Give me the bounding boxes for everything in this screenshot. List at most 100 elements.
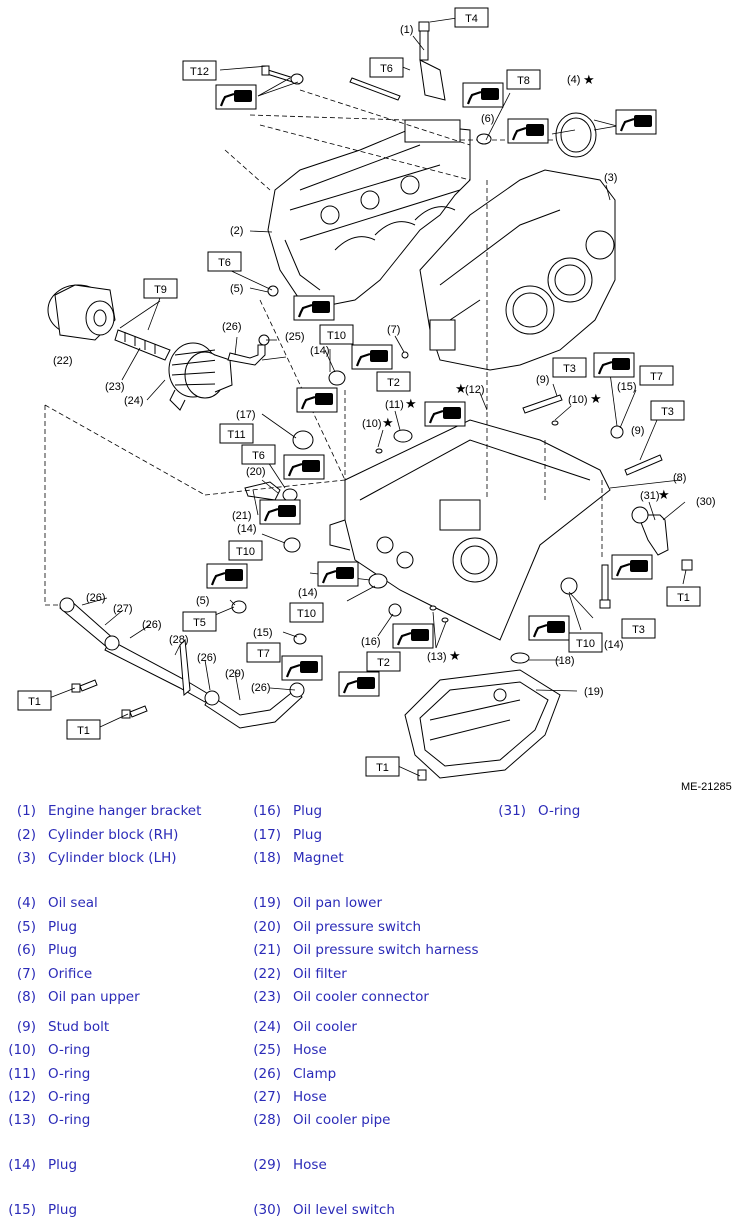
legend-item-20: (20)Oil pressure switch (245, 919, 421, 935)
callout-29: (29) (225, 668, 245, 680)
legend-number: (9) (16, 1019, 36, 1035)
svg-text:T6: T6 (380, 63, 393, 75)
legend-number: (13) (8, 1112, 36, 1128)
oil-filter (47, 284, 116, 341)
svg-text:T7: T7 (650, 371, 663, 383)
torque-box-t2: T2 (376, 371, 411, 392)
legend-name: O-ring (48, 1089, 91, 1105)
callout-13: (13) (427, 651, 447, 663)
svg-text:T12: T12 (190, 66, 209, 78)
callout-15: (15) (253, 627, 273, 639)
callout-7: (7) (387, 324, 400, 336)
legend-name: Oil seal (48, 895, 98, 911)
legend-number: (1) (16, 803, 36, 819)
svg-text:T2: T2 (377, 657, 390, 669)
legend-name: O-ring (48, 1112, 91, 1128)
legend-number: (5) (16, 919, 36, 935)
svg-text:★: ★ (658, 488, 670, 503)
legend-number: (22) (253, 966, 281, 982)
torque-box-t10: T10 (228, 540, 263, 561)
legend-item-19: (19)Oil pan lower (245, 895, 382, 911)
callout-2: (2) (230, 225, 243, 237)
legend-name: Plug (48, 942, 78, 958)
legend-number: (31) (498, 803, 526, 819)
callout-12: (12) (465, 384, 485, 396)
svg-text:★: ★ (455, 382, 467, 397)
legend-item-11: (11) O-ring (0, 1066, 90, 1082)
torque-box-t10: T10 (319, 324, 354, 345)
torque-box-t1: T1 (365, 756, 400, 777)
legend-number: (23) (253, 989, 281, 1005)
legend-name: Oil pressure switch harness (293, 942, 479, 958)
legend-item-22: (22)Oil filter (245, 966, 347, 982)
torque-box-t7: T7 (639, 365, 674, 386)
legend-name: O-ring (48, 1066, 91, 1082)
torque-box-t6: T6 (241, 444, 276, 465)
svg-text:★: ★ (382, 416, 394, 431)
oil-cooler-pipe (59, 597, 305, 729)
legend-name: Plug (293, 827, 323, 843)
callout-9: (9) (631, 425, 644, 437)
legend-name: Oil pressure switch (293, 919, 422, 935)
legend-name: O-ring (48, 1042, 91, 1058)
torque-box-t5: T5 (182, 611, 217, 632)
legend-name: O-ring (538, 803, 581, 819)
legend-item-14: (14)Plug (0, 1157, 77, 1173)
callout-18: (18) (555, 655, 575, 667)
legend-item-15: (15)Plug (0, 1202, 77, 1218)
figure-id: ME-21285 (681, 781, 732, 793)
callout-numbers: (1)(4)(6)(3)(2)(5)(7)(26)(25)(14)(22)(23… (53, 24, 716, 698)
svg-text:T4: T4 (465, 13, 478, 25)
legend-item-2: (2)Cylinder block (RH) (0, 827, 179, 843)
callout-6: (6) (481, 113, 494, 125)
callout-26: (26) (86, 592, 106, 604)
torque-box-t1: T1 (66, 719, 101, 740)
legend-name: Magnet (293, 850, 344, 866)
legend-number: (26) (253, 1066, 281, 1082)
legend-item-28: (28)Oil cooler pipe (245, 1112, 390, 1128)
svg-text:T1: T1 (77, 725, 90, 737)
legend-name: Oil cooler pipe (293, 1112, 391, 1128)
torque-box-t7: T7 (246, 642, 281, 663)
svg-text:★: ★ (449, 649, 461, 664)
callout-26: (26) (142, 619, 162, 631)
svg-text:★: ★ (583, 73, 595, 88)
torque-box-t9: T9 (143, 278, 178, 299)
legend-number: (15) (8, 1202, 36, 1218)
legend-number: (11) (8, 1066, 36, 1082)
callout-24: (24) (124, 395, 144, 407)
legend-number: (29) (253, 1157, 281, 1173)
callout-21: (21) (232, 510, 252, 522)
callout-26: (26) (222, 321, 242, 333)
legend-name: Clamp (293, 1066, 337, 1082)
callout-26: (26) (197, 652, 217, 664)
legend-item-16: (16)Plug (245, 803, 322, 819)
callout-23: (23) (105, 381, 125, 393)
legend-item-12: (12)O-ring (0, 1089, 90, 1105)
legend-item-17: (17)Plug (245, 827, 322, 843)
torque-box-t1: T1 (666, 586, 701, 607)
svg-text:T1: T1 (376, 762, 389, 774)
callout-17: (17) (236, 409, 256, 421)
legend-number: (14) (8, 1157, 36, 1173)
legend-name: Hose (293, 1089, 327, 1105)
svg-text:T6: T6 (252, 450, 265, 462)
legend-item-5: (5)Plug (0, 919, 77, 935)
legend-item-24: (24)Oil cooler (245, 1019, 357, 1035)
torque-box-t6: T6 (207, 251, 242, 272)
callout-8: (8) (673, 472, 686, 484)
torque-box-t4: T4 (454, 7, 489, 28)
legend-number: (19) (253, 895, 281, 911)
callout-26: (26) (251, 682, 271, 694)
legend-name: Orifice (48, 966, 93, 982)
callout-28: (28) (169, 634, 189, 646)
callout-9: (9) (536, 374, 549, 386)
legend-name: Oil cooler connector (293, 989, 429, 1005)
callout-20: (20) (246, 466, 266, 478)
svg-text:T3: T3 (632, 624, 645, 636)
callout-3: (3) (604, 172, 617, 184)
svg-text:T3: T3 (563, 363, 576, 375)
small-parts (231, 73, 669, 664)
